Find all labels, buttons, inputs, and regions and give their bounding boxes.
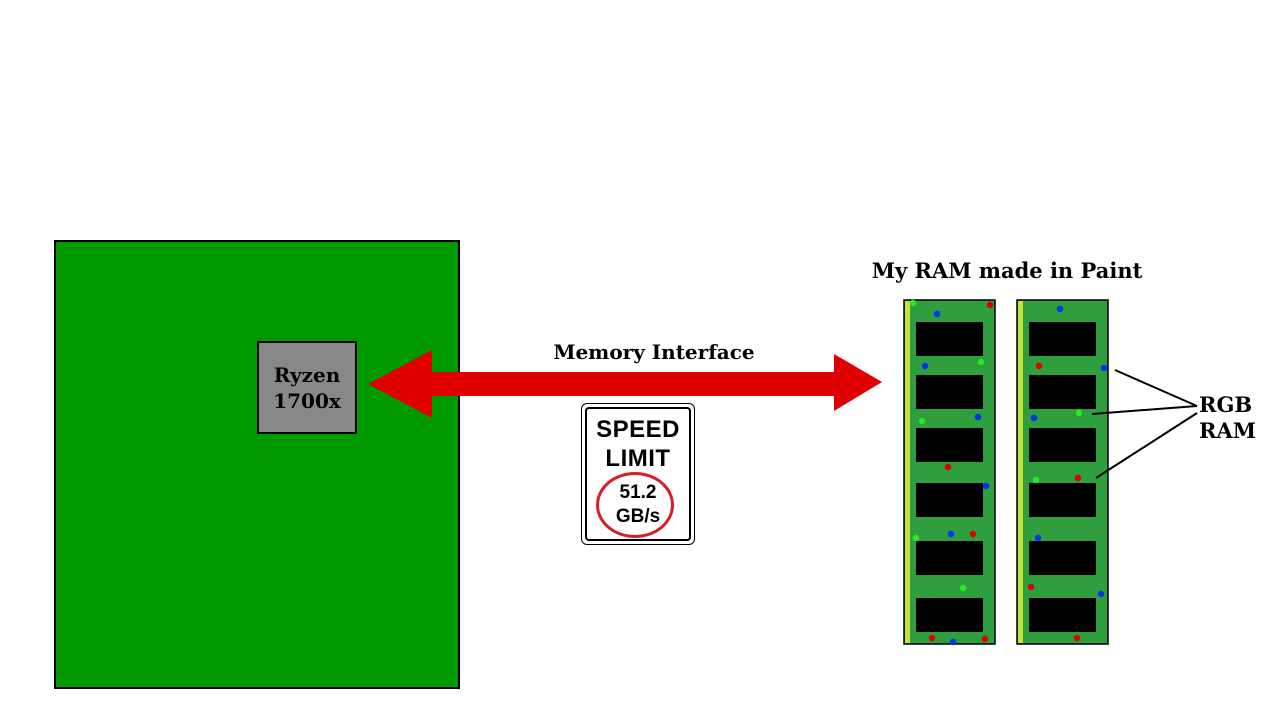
memory-interface-label: Memory Interface	[553, 340, 755, 364]
ram-memory-chip	[916, 541, 983, 575]
rgb-led	[1034, 534, 1042, 542]
rgb-led	[1056, 305, 1064, 313]
speed-limit-circle	[596, 472, 674, 538]
rgb-led	[1032, 476, 1040, 484]
speed-limit-sign: SPEED LIMIT 51.2 GB/s	[581, 403, 695, 545]
ram-sticks	[903, 299, 1109, 646]
speed-limit-line1: SPEED	[596, 416, 680, 443]
rgb-led	[1035, 362, 1043, 370]
ram-memory-chip	[916, 598, 983, 632]
ram-memory-chip	[1029, 598, 1096, 632]
rgb-led	[1027, 583, 1035, 591]
speed-limit-sign-border	[585, 407, 691, 541]
ram-memory-chip	[916, 428, 983, 462]
ram-contact-edge	[1018, 301, 1023, 643]
ram-memory-chip	[916, 322, 983, 356]
cpu-chip: Ryzen 1700x	[257, 341, 357, 434]
speed-limit-line2: LIMIT	[605, 445, 671, 472]
rgb-led	[909, 299, 917, 307]
rgb-ram-label-line1: RGB	[1199, 392, 1253, 417]
rgb-led	[928, 634, 936, 642]
motherboard	[54, 240, 460, 689]
rgb-led	[969, 530, 977, 538]
rgb-callout-lines	[1091, 369, 1198, 479]
ram-memory-chip	[1029, 375, 1096, 409]
ram-memory-chip	[916, 483, 983, 517]
ram-pcb	[903, 299, 996, 645]
ram-memory-chip	[916, 375, 983, 409]
callout-line-top	[1114, 369, 1198, 407]
ram-memory-chip	[1029, 322, 1096, 356]
rgb-led	[912, 534, 920, 542]
rgb-led	[949, 638, 957, 646]
ram-stick	[1016, 299, 1109, 645]
cpu-label-line1: Ryzen	[273, 362, 341, 387]
rgb-led	[1030, 414, 1038, 422]
speed-limit-unit: GB/s	[615, 506, 661, 527]
rgb-ram-label: RGB RAM	[1199, 392, 1256, 444]
rgb-led	[1075, 409, 1083, 417]
rgb-led	[981, 635, 989, 643]
rgb-led	[947, 530, 955, 538]
ram-memory-chip	[1029, 541, 1096, 575]
speed-limit-value: 51.2	[619, 482, 657, 503]
rgb-led	[1100, 364, 1108, 372]
rgb-led	[1097, 590, 1105, 598]
callout-line-middle	[1091, 405, 1198, 415]
ram-title: My RAM made in Paint	[871, 258, 1143, 283]
ram-stick	[903, 299, 996, 646]
rgb-led	[959, 584, 967, 592]
ram-contact-edge	[905, 301, 910, 643]
callout-line-bottom	[1095, 412, 1198, 479]
rgb-led	[933, 310, 941, 318]
memory-interface-arrow	[368, 350, 882, 418]
ram-memory-chip	[1029, 483, 1096, 517]
rgb-led	[1074, 474, 1082, 482]
rgb-led	[944, 463, 952, 471]
cpu-label-line2: 1700x	[273, 388, 341, 413]
rgb-led	[977, 358, 985, 366]
rgb-led	[1073, 634, 1081, 642]
ram-memory-chip	[1029, 428, 1096, 462]
rgb-led	[974, 413, 982, 421]
rgb-led	[918, 417, 926, 425]
rgb-led	[986, 301, 994, 309]
rgb-ram-label-line2: RAM	[1199, 418, 1256, 443]
rgb-led	[921, 362, 929, 370]
rgb-led	[982, 482, 990, 490]
